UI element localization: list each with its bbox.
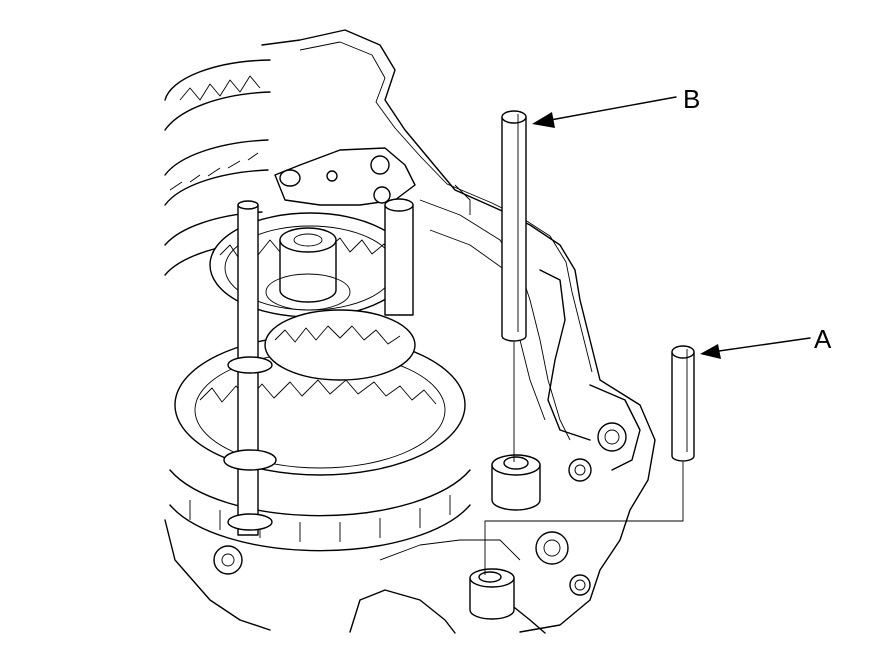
dowel-pin-a	[484, 345, 695, 575]
shift-shaft	[213, 200, 277, 575]
dowel-bore-b	[491, 454, 541, 511]
shift-fork-bracket	[274, 147, 416, 316]
dowel-pin-b	[501, 110, 527, 462]
dowel-bore-a	[469, 568, 515, 620]
callout-leader-b	[532, 96, 677, 128]
callout-label-a: A	[814, 324, 832, 354]
callout-label-b: B	[683, 84, 700, 114]
callout-leader-a	[700, 337, 811, 359]
